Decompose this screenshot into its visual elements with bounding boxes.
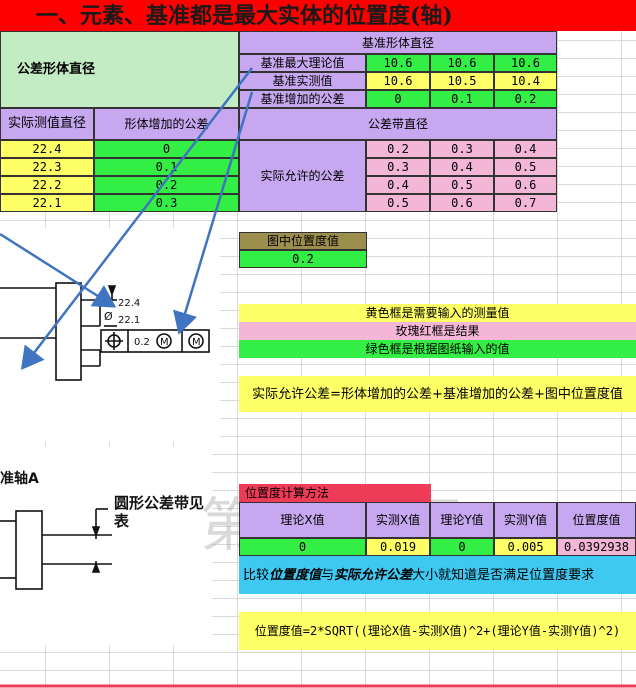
measured-value[interactable]: 22.3	[0, 158, 94, 176]
datum-max-value[interactable]: 10.6	[366, 54, 430, 72]
dimension-label: 22.4	[118, 298, 140, 309]
allowed-tolerance-label[interactable]: 实际允许的公差	[239, 140, 366, 212]
datum-axis-title: 准轴A	[0, 470, 39, 487]
zone-value[interactable]: 0.2	[366, 140, 430, 158]
drawing-bottom-image: 准轴A	[0, 447, 212, 645]
datum-diameter-header[interactable]: 基准形体直径	[239, 31, 557, 54]
zone-value[interactable]: 0.3	[366, 158, 430, 176]
modifier-m: M	[160, 337, 169, 348]
datum-added-value[interactable]: 0.2	[494, 90, 557, 108]
zone-value[interactable]: 0.3	[430, 140, 494, 158]
datum-added-value[interactable]: 0.1	[430, 90, 494, 108]
datum-row-label[interactable]: 基准增加的公差	[239, 90, 366, 108]
calc-header-measured-x[interactable]: 实测X值	[366, 502, 430, 538]
calc-position-result[interactable]: 0.0392938	[557, 538, 636, 556]
added-tolerance-header[interactable]: 形体增加的公差	[94, 108, 239, 140]
calc-header-theory-y[interactable]: 理论Y值	[430, 502, 494, 538]
added-tolerance-value[interactable]: 0	[94, 140, 239, 158]
calc-measured-y-value[interactable]: 0.005	[494, 538, 557, 556]
title-bar: 一、元素、基准都是最大实体的位置度(轴)	[0, 0, 636, 31]
added-tolerance-value[interactable]: 0.3	[94, 194, 239, 212]
measured-value[interactable]: 22.1	[0, 194, 94, 212]
zone-note: 圆形公差带见表	[114, 494, 205, 530]
added-tolerance-value[interactable]: 0.1	[94, 158, 239, 176]
added-tolerance-value[interactable]: 0.2	[94, 176, 239, 194]
frame-value: 0.2	[134, 337, 150, 348]
position-formula-note: 位置度值=2*SQRT((理论X值-实测X值)^2+(理论Y值-实测Y值)^2)	[239, 612, 636, 650]
legend-yellow: 黄色框是需要输入的测量值	[239, 304, 636, 322]
measured-diameter-header[interactable]: 实际测值直径	[0, 108, 94, 140]
calc-method-title: 位置度计算方法	[239, 484, 431, 502]
zone-value[interactable]: 0.7	[494, 194, 557, 212]
calc-theory-x-value[interactable]: 0	[239, 538, 366, 556]
datum-max-value[interactable]: 10.6	[494, 54, 557, 72]
zone-value[interactable]: 0.5	[494, 158, 557, 176]
zone-value[interactable]: 0.4	[366, 176, 430, 194]
measured-value[interactable]: 22.4	[0, 140, 94, 158]
dimension-label: 22.1	[118, 315, 140, 326]
page-title: 一、元素、基准都是最大实体的位置度(轴)	[36, 2, 453, 29]
compare-note: 比较位置度值与实际允许公差大小就知道是否满足位置度要求	[239, 556, 636, 594]
legend-green: 绿色框是根据图纸输入的值	[239, 340, 636, 358]
zone-value[interactable]: 0.5	[366, 194, 430, 212]
diameter-symbol: Ø	[104, 310, 113, 323]
datum-measured-value[interactable]: 10.5	[430, 72, 494, 90]
shaft-drawing-top: 22.4 22.1 Ø 0.2 M M	[0, 282, 210, 381]
shaft-drawing-bottom: 准轴A	[0, 470, 112, 590]
datum-row-label[interactable]: 基准最大理论值	[239, 54, 366, 72]
zone-value[interactable]: 0.5	[430, 176, 494, 194]
measured-value[interactable]: 22.2	[0, 176, 94, 194]
zone-value[interactable]: 0.4	[494, 140, 557, 158]
zone-value[interactable]: 0.4	[430, 158, 494, 176]
datum-added-value[interactable]: 0	[366, 90, 430, 108]
position-value-label[interactable]: 图中位置度值	[239, 232, 367, 250]
modifier-m: M	[192, 337, 201, 348]
calc-header-theory-x[interactable]: 理论X值	[239, 502, 366, 538]
datum-measured-value[interactable]: 10.4	[494, 72, 557, 90]
calc-measured-x-value[interactable]: 0.019	[366, 538, 430, 556]
datum-max-value[interactable]: 10.6	[430, 54, 494, 72]
tolerance-zone-header[interactable]: 公差带直径	[239, 108, 557, 140]
allowed-formula-note: 实际允许公差=形体增加的公差+基准增加的公差+图中位置度值	[239, 376, 636, 412]
datum-measured-value[interactable]: 10.6	[366, 72, 430, 90]
calc-theory-y-value[interactable]: 0	[430, 538, 494, 556]
drawing-top-image: 22.4 22.1 Ø 0.2 M M	[0, 228, 220, 442]
zone-value[interactable]: 0.6	[430, 194, 494, 212]
legend-pink: 玫瑰红框是结果	[239, 322, 636, 340]
tolerance-diameter-cell[interactable]: 公差形体直径	[0, 31, 239, 108]
datum-row-label[interactable]: 基准实测值	[239, 72, 366, 90]
zone-value[interactable]: 0.6	[494, 176, 557, 194]
calc-header-position[interactable]: 位置度值	[557, 502, 636, 538]
calc-header-measured-y[interactable]: 实测Y值	[494, 502, 557, 538]
position-value-input[interactable]: 0.2	[239, 250, 367, 268]
